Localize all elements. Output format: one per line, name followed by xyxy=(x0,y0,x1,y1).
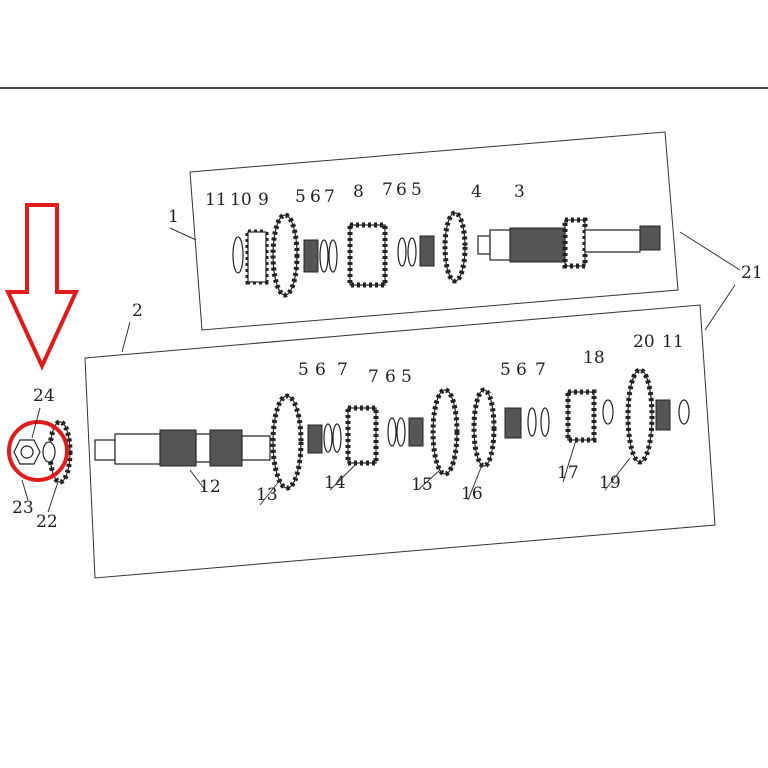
label-6: 6 xyxy=(315,360,326,380)
lower-shaft-assembly xyxy=(94,367,690,491)
label-6: 6 xyxy=(385,367,396,387)
label-10: 10 xyxy=(230,190,252,210)
label-9: 9 xyxy=(258,190,269,210)
label-14: 14 xyxy=(324,473,346,493)
label-11: 11 xyxy=(205,190,227,210)
label-17: 17 xyxy=(557,463,579,483)
label-1: 1 xyxy=(168,207,179,227)
lower-labels: 2 5 6 7 7 6 5 5 6 7 18 20 11 12 13 14 15… xyxy=(132,301,684,505)
lower-shaft-box xyxy=(84,304,716,579)
label-20: 20 xyxy=(633,332,655,352)
label-3: 3 xyxy=(514,182,525,202)
upper-shaft-assembly xyxy=(232,210,661,298)
label-12: 12 xyxy=(199,477,221,497)
label-22: 22 xyxy=(36,512,58,532)
label-7: 7 xyxy=(382,180,393,200)
label-5: 5 xyxy=(401,367,412,387)
upper-labels: 1 11 10 9 5 6 7 8 7 6 5 4 3 xyxy=(168,180,525,227)
label-19: 19 xyxy=(599,473,621,493)
label-5: 5 xyxy=(295,187,306,207)
label-16: 16 xyxy=(461,484,483,504)
highlight-circle xyxy=(7,420,69,482)
label-5: 5 xyxy=(500,360,511,380)
label-11: 11 xyxy=(662,332,684,352)
label-18: 18 xyxy=(583,348,605,368)
label-5: 5 xyxy=(411,180,422,200)
leader-lines xyxy=(21,227,741,513)
label-21: 21 xyxy=(741,263,763,283)
label-6: 6 xyxy=(310,187,321,207)
label-13: 13 xyxy=(256,485,278,505)
label-23: 23 xyxy=(12,498,34,518)
label-7: 7 xyxy=(535,360,546,380)
label-8: 8 xyxy=(353,182,364,202)
label-6: 6 xyxy=(396,180,407,200)
label-24: 24 xyxy=(33,386,55,406)
label-2: 2 xyxy=(132,301,143,321)
label-7: 7 xyxy=(324,187,335,207)
label-6: 6 xyxy=(516,360,527,380)
label-5: 5 xyxy=(298,360,309,380)
label-7: 7 xyxy=(368,367,379,387)
down-arrow-icon xyxy=(4,203,80,371)
outside-labels: 21 24 23 22 xyxy=(12,263,763,532)
label-4: 4 xyxy=(471,182,482,202)
upper-shaft-box xyxy=(189,131,679,331)
label-15: 15 xyxy=(411,475,433,495)
label-7: 7 xyxy=(337,360,348,380)
